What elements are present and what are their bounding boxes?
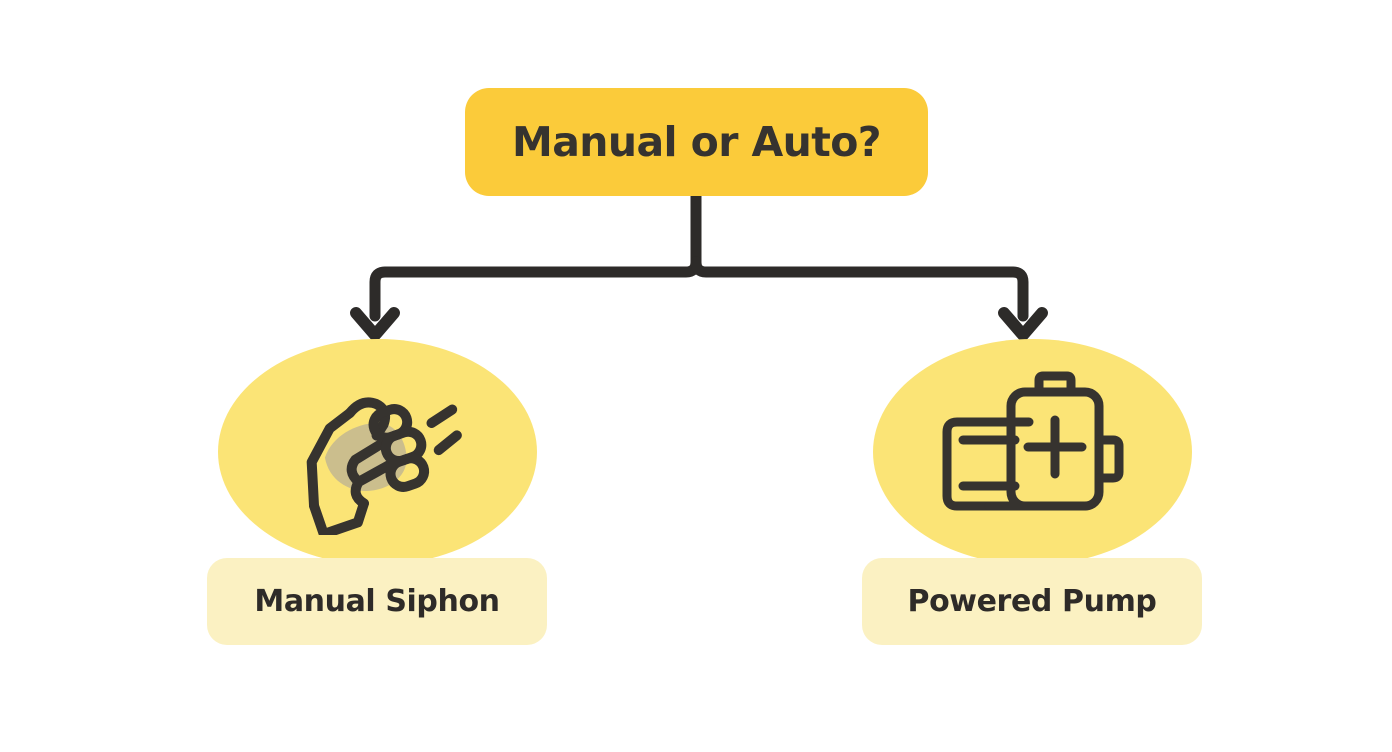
option-icon-background [873,339,1192,565]
battery-pump-icon [873,339,1192,565]
connector-branch-left [369,256,702,322]
root-decision-box[interactable]: Manual or Auto? [465,88,928,196]
root-decision-label: Manual or Auto? [512,118,882,166]
option-label-powered-pump: Powered Pump [907,584,1157,619]
arrowhead-right-icon [998,307,1048,341]
option-label-bar-powered-pump[interactable]: Powered Pump [862,558,1202,645]
option-node-powered-pump[interactable]: Powered Pump [862,337,1202,645]
connector-branch-right [690,256,1029,322]
option-node-manual-siphon[interactable]: Manual Siphon [207,337,547,645]
arrowhead-left-icon [350,307,400,341]
option-label-manual-siphon: Manual Siphon [254,584,500,619]
squeezing-hand-icon [218,339,537,565]
option-label-bar-manual-siphon[interactable]: Manual Siphon [207,558,547,645]
